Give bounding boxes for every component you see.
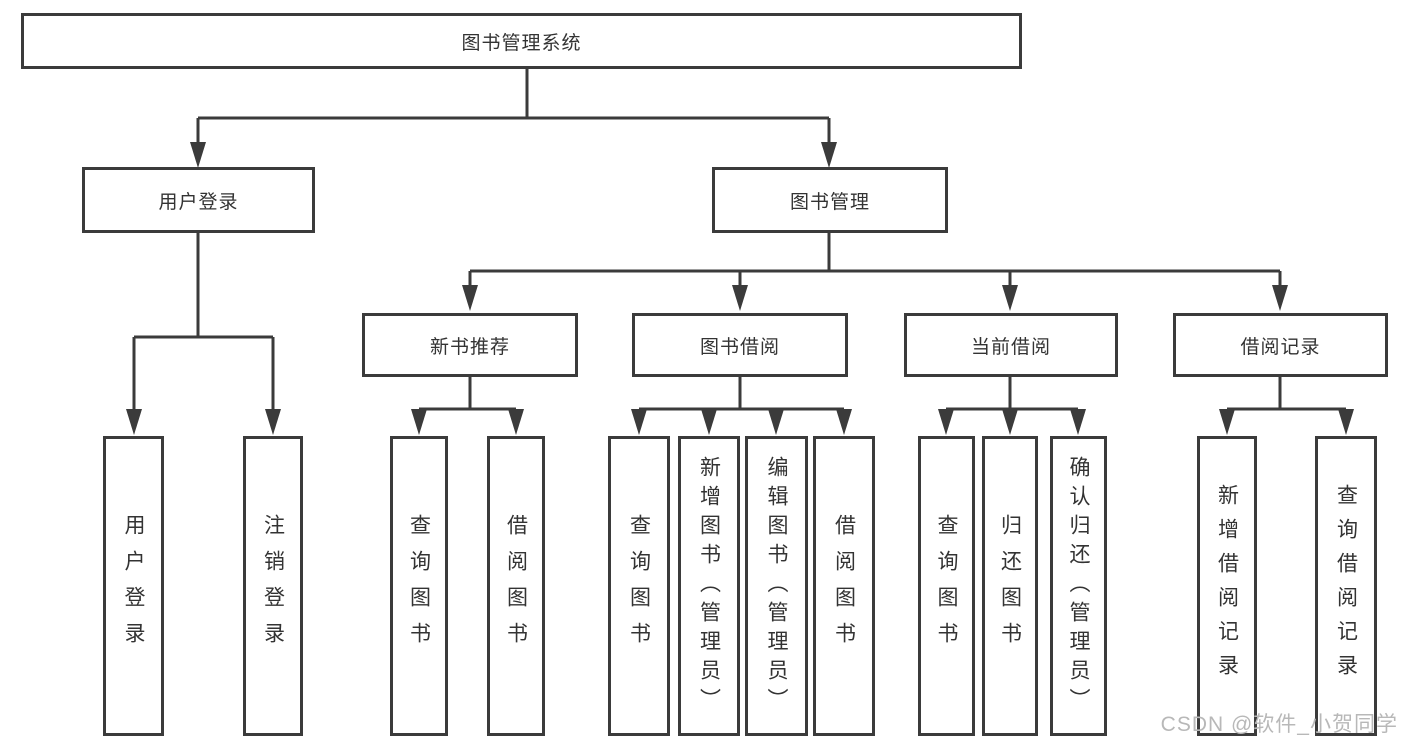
leaf-logout: 注销登录 bbox=[243, 436, 303, 736]
leaf-cb-confirm-return-admin: 确认归还（管理员） bbox=[1050, 436, 1107, 736]
leaf-br-add-record: 新增借阅记录 bbox=[1197, 436, 1257, 736]
leaf-br-query-record: 查询借阅记录 bbox=[1315, 436, 1377, 736]
node-root: 图书管理系统 bbox=[21, 13, 1022, 69]
leaf-bb-edit-books-admin: 编辑图书（管理员） bbox=[745, 436, 808, 736]
node-new-book-recommend: 新书推荐 bbox=[362, 313, 578, 377]
node-user-login: 用户登录 bbox=[82, 167, 315, 233]
leaf-bb-borrow-books: 借阅图书 bbox=[813, 436, 875, 736]
leaf-bb-query-books: 查询图书 bbox=[608, 436, 670, 736]
leaf-nbr-borrow-books: 借阅图书 bbox=[487, 436, 545, 736]
leaf-cb-return-books: 归还图书 bbox=[982, 436, 1038, 736]
csdn-watermark: CSDN @软件_小贺同学 bbox=[1160, 713, 1398, 736]
leaf-nbr-query-books: 查询图书 bbox=[390, 436, 448, 736]
leaf-user-login: 用户登录 bbox=[103, 436, 164, 736]
leaf-bb-add-books-admin: 新增图书（管理员） bbox=[678, 436, 740, 736]
node-borrow-record: 借阅记录 bbox=[1173, 313, 1388, 377]
node-current-borrow: 当前借阅 bbox=[904, 313, 1118, 377]
node-book-management: 图书管理 bbox=[712, 167, 948, 233]
leaf-cb-query-books: 查询图书 bbox=[918, 436, 975, 736]
node-book-borrow: 图书借阅 bbox=[632, 313, 848, 377]
